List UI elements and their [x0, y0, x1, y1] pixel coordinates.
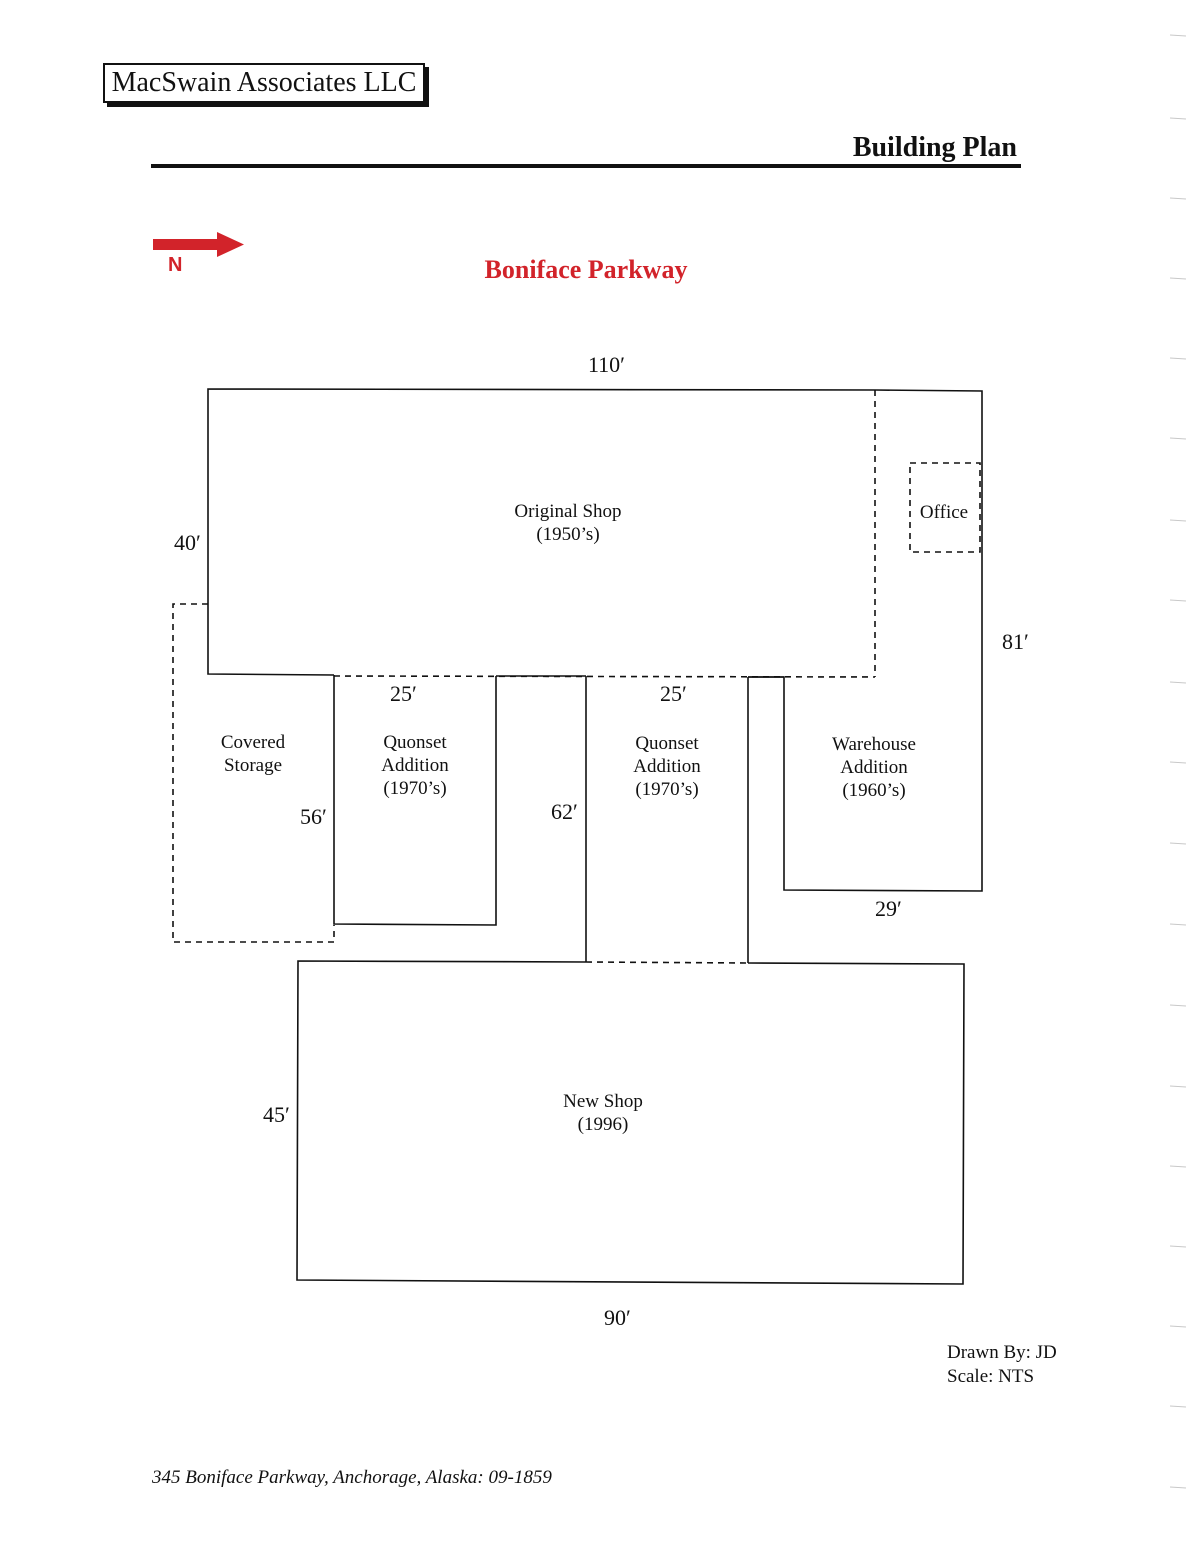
- quonset-east-label: Quonset Addition (1970’s): [607, 732, 727, 801]
- binder-margin-marks: [1169, 34, 1187, 1489]
- original-shop-era: (1950’s): [536, 524, 600, 545]
- office-label: Office: [919, 502, 969, 523]
- north-arrow-icon: [153, 232, 244, 257]
- quonset-west-line2: Addition: [381, 755, 449, 776]
- original-shop-south-partition: [333, 675, 876, 678]
- site-address: 345 Boniface Parkway, Anchorage, Alaska:…: [152, 1467, 552, 1488]
- quonset-east-line1: Quonset: [635, 733, 699, 754]
- quonset-west-label: Quonset Addition (1970’s): [355, 731, 475, 800]
- dimension-quonset-west-length: 56′: [300, 804, 327, 829]
- dimension-connector-length: 62′: [551, 799, 578, 824]
- new-shop-era: (1996): [577, 1114, 629, 1135]
- dimension-new-shop-height: 45′: [263, 1102, 290, 1127]
- new-shop-name: New Shop: [563, 1091, 643, 1112]
- covered-storage-line1: Covered: [220, 732, 286, 753]
- drawing-info: Drawn By: JD Scale: NTS: [947, 1341, 1057, 1389]
- original-shop-outline: [207, 388, 876, 676]
- dimension-quonset-west-width: 25′: [390, 681, 417, 706]
- warehouse-line2: Addition: [840, 757, 908, 778]
- warehouse-line1: Warehouse: [832, 734, 916, 755]
- covered-storage-label: Covered Storage: [198, 731, 308, 777]
- dimension-warehouse-width: 29′: [875, 896, 902, 921]
- dimension-top-width: 110′: [588, 352, 625, 377]
- quonset-east-south-partition: [585, 961, 749, 964]
- quonset-west-outline: [333, 675, 497, 926]
- dimension-east-total: 81′: [1002, 629, 1029, 654]
- warehouse-label: Warehouse Addition (1960’s): [804, 733, 944, 802]
- original-shop-label: Original Shop (1950’s): [468, 500, 668, 546]
- new-shop-label: New Shop (1996): [523, 1090, 683, 1136]
- street-name: Boniface Parkway: [484, 255, 688, 284]
- title-divider: [151, 164, 1021, 168]
- covered-storage-line2: Storage: [223, 755, 283, 776]
- original-shop-name: Original Shop: [514, 501, 622, 522]
- document-title: Building Plan: [852, 132, 1017, 163]
- quonset-east-line3: (1970’s): [635, 779, 699, 800]
- quonset-west-line3: (1970’s): [383, 778, 447, 799]
- dimension-quonset-east-width: 25′: [660, 681, 687, 706]
- quonset-east-line2: Addition: [633, 756, 701, 777]
- drawing-scale: Scale: NTS: [947, 1366, 1035, 1387]
- quonset-west-line1: Quonset: [383, 732, 447, 753]
- drawn-by: Drawn By: JD: [947, 1342, 1057, 1363]
- north-label: N: [168, 254, 183, 276]
- office-outline: [909, 462, 981, 553]
- new-shop-outline: [296, 960, 965, 1285]
- covered-storage-outline: [172, 603, 335, 943]
- dimension-original-height: 40′: [174, 530, 201, 555]
- warehouse-line3: (1960’s): [842, 780, 906, 801]
- dimension-new-shop-width: 90′: [604, 1305, 631, 1330]
- company-name-box: MacSwain Associates LLC: [103, 63, 425, 103]
- warehouse-outline: [748, 389, 983, 892]
- company-name: MacSwain Associates LLC: [111, 67, 417, 98]
